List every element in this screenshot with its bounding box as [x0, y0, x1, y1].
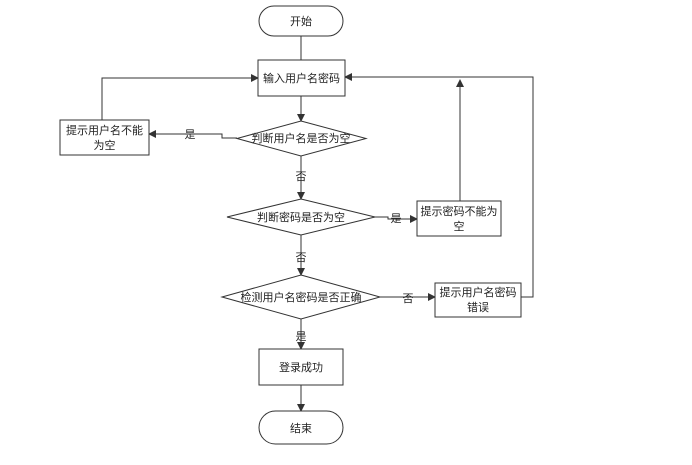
node-input: 输入用户名密码 — [257, 59, 346, 97]
node-check-pwd: 判断密码是否为空 — [226, 198, 376, 236]
label-no-user: 否 — [296, 170, 307, 183]
node-hint-pwd: 提示密码不能为 空 — [416, 200, 502, 237]
node-end-label: 结束 — [290, 422, 312, 435]
node-check-user-label: 判断用户名是否为空 — [252, 131, 351, 145]
node-start: 开始 — [258, 5, 344, 37]
node-check-match-label: 检测用户名密码是否正确 — [241, 290, 362, 304]
node-check-pwd-label: 判断密码是否为空 — [257, 210, 345, 224]
node-hint-error-line1: 提示用户名密码 — [440, 285, 517, 299]
label-yes-match: 是 — [296, 330, 307, 343]
node-end: 结束 — [258, 410, 344, 445]
edge-labels: 是 否 是 否 否 是 — [185, 128, 414, 343]
node-success: 登录成功 — [258, 348, 344, 386]
label-yes-user: 是 — [185, 128, 196, 141]
label-no-pwd: 否 — [296, 251, 307, 264]
edges — [101, 36, 534, 412]
node-check-user: 判断用户名是否为空 — [235, 120, 368, 157]
edge-hinterr-back-input — [344, 73, 534, 298]
node-success-label: 登录成功 — [279, 360, 323, 374]
node-hint-error-line2: 错误 — [467, 300, 489, 314]
node-hint-user-line2: 为空 — [94, 138, 116, 152]
node-start-label: 开始 — [290, 14, 312, 28]
node-hint-user-line1: 提示用户名不能 — [66, 123, 143, 137]
node-hint-pwd-line1: 提示密码不能为 — [421, 204, 498, 218]
label-no-match: 否 — [403, 292, 414, 305]
node-check-match: 检测用户名密码是否正确 — [220, 274, 382, 320]
label-yes-pwd: 是 — [391, 212, 402, 225]
node-input-label: 输入用户名密码 — [263, 71, 340, 85]
node-hint-user: 提示用户名不能 为空 — [59, 119, 150, 156]
edge-checkpwd-yes-hintpwd — [375, 215, 418, 223]
node-hint-error: 提示用户名密码 错误 — [434, 282, 522, 318]
node-hint-pwd-line2: 空 — [454, 219, 465, 233]
edge-checkuser-yes-hintuser — [148, 130, 237, 139]
edge-hintuser-back-input — [101, 74, 259, 120]
